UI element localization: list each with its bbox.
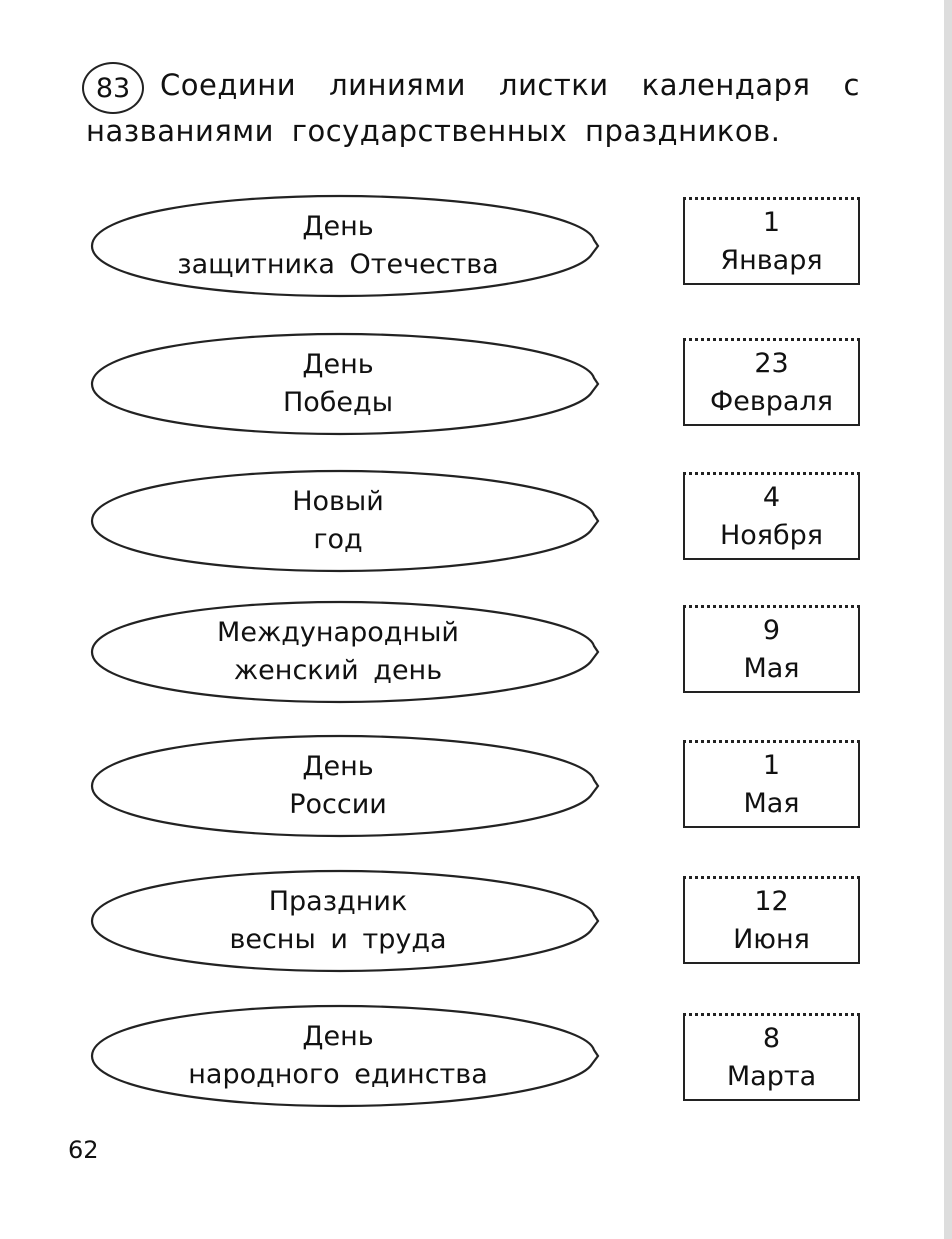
holiday-oval[interactable]: Новый год	[82, 467, 602, 575]
calendar-month: Февраля	[710, 385, 833, 417]
calendar-month: Ноября	[719, 519, 824, 551]
holiday-name-line2: год	[313, 524, 363, 555]
holiday-name-line2: России	[289, 789, 387, 820]
exercise-number: 83	[82, 62, 144, 114]
calendar-day: 1	[762, 206, 781, 238]
holiday-name-line1: Праздник	[268, 886, 408, 917]
oval-outline	[90, 734, 600, 838]
holiday-oval[interactable]: День народного единства	[82, 1002, 602, 1110]
calendar-day: 12	[754, 885, 789, 917]
oval-outline	[90, 869, 600, 973]
page-edge	[944, 0, 952, 1239]
holiday-name-line1: Международный	[217, 617, 459, 648]
calendar-day: 1	[762, 749, 781, 781]
holiday-name-line1: День	[302, 1021, 374, 1052]
page-number: 62	[68, 1136, 99, 1164]
calendar-day: 8	[762, 1022, 781, 1054]
calendar-day: 23	[754, 347, 789, 379]
holiday-name-line1: День	[302, 349, 374, 380]
holiday-name-line1: День	[302, 211, 374, 242]
holiday-oval[interactable]: День защитника Отечества	[82, 192, 602, 300]
holiday-oval[interactable]: Международный женский день	[82, 598, 602, 706]
oval-outline	[90, 469, 600, 573]
calendar-month: Марта	[726, 1060, 817, 1092]
holiday-name-line1: День	[302, 751, 374, 782]
holiday-name-line1: Новый	[292, 486, 384, 517]
holiday-name-line2: Победы	[282, 387, 394, 418]
calendar-month: Июня	[733, 923, 810, 955]
instruction-line-2: названиями государственных праздников.	[86, 114, 781, 148]
calendar-month: Мая	[743, 787, 800, 819]
oval-outline	[90, 600, 600, 704]
calendar-day: 4	[762, 481, 781, 513]
calendar-month: Января	[720, 244, 823, 276]
instruction-line-1: Соедини линиями листки календаря с	[160, 68, 860, 102]
calendar-month: Мая	[743, 652, 800, 684]
oval-outline	[90, 194, 600, 298]
calendar-day: 9	[762, 614, 781, 646]
oval-outline	[90, 332, 600, 436]
holiday-name-line2: весны и труда	[229, 924, 447, 955]
holiday-oval[interactable]: Праздник весны и труда	[82, 867, 602, 975]
oval-outline	[90, 1004, 600, 1108]
holiday-name-line2: народного единства	[188, 1059, 488, 1090]
holiday-name-line2: защитника Отечества	[177, 249, 499, 280]
holiday-name-line2: женский день	[233, 655, 443, 686]
